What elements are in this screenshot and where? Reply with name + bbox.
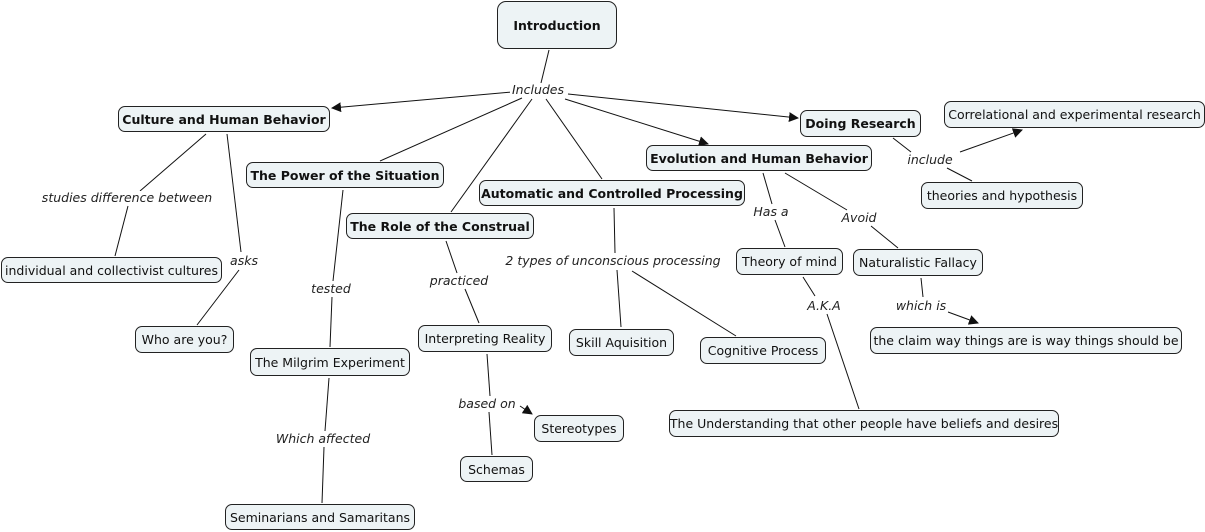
line-which-affected-seminarians: [321, 446, 325, 504]
line-includes-culture: [331, 91, 513, 113]
concept-stereotypes[interactable]: Stereotypes: [534, 415, 624, 442]
concept-correlational-and-experimental-research[interactable]: Correlational and experimental research: [944, 101, 1205, 128]
line-automatic-two-types: [613, 207, 616, 254]
line-includes-automatic: [545, 98, 603, 180]
line-evolution-has-a: [762, 172, 773, 205]
link-2-types-of-unconscious-processing[interactable]: 2 types of unconscious processing: [503, 253, 723, 268]
line-construal-practiced: [445, 240, 458, 274]
line-asks-who: [196, 269, 240, 326]
line-include-correlational: [959, 128, 1023, 153]
link-based-on[interactable]: based on: [456, 396, 518, 411]
link-studies-difference-between[interactable]: studies difference between: [39, 190, 215, 205]
concept-interpreting-reality[interactable]: Interpreting Reality: [418, 325, 552, 352]
concept-naturalistic-fallacy[interactable]: Naturalistic Fallacy: [853, 249, 983, 276]
concept-claim-way-things-are[interactable]: the claim way things are is way things s…: [870, 327, 1182, 354]
line-includes-construal: [450, 98, 533, 213]
line-power-tested: [332, 189, 344, 282]
concept-theories-and-hypothesis[interactable]: theories and hypothesis: [921, 182, 1083, 209]
line-milgrim-which-affected: [324, 377, 330, 432]
link-include[interactable]: include: [905, 152, 955, 167]
concept-introduction[interactable]: Introduction: [497, 1, 617, 49]
link-which-is[interactable]: which is: [893, 298, 949, 313]
link-has-a[interactable]: Has a: [751, 204, 791, 219]
line-culture-studies: [139, 133, 207, 192]
line-based-on-schemas: [488, 411, 493, 456]
concept-skill-aquisition[interactable]: Skill Aquisition: [569, 329, 674, 356]
concept-doing-research[interactable]: Doing Research: [800, 110, 921, 137]
concept-who-are-you[interactable]: Who are you?: [135, 326, 234, 353]
line-has-a-theory: [774, 219, 786, 248]
line-two-types-skill: [616, 269, 622, 328]
concept-evolution-and-human-behavior[interactable]: Evolution and Human Behavior: [646, 145, 872, 171]
line-aka-understanding: [826, 313, 860, 410]
line-naturalistic-which-is: [920, 277, 924, 298]
concept-understanding-beliefs-desires[interactable]: The Understanding that other people have…: [669, 410, 1059, 437]
concept-theory-of-mind[interactable]: Theory of mind: [736, 248, 843, 275]
concept-seminarians-and-samaritans[interactable]: Seminarians and Samaritans: [225, 504, 415, 530]
line-includes-power: [379, 97, 523, 162]
link-aka[interactable]: A.K.A: [805, 298, 843, 313]
concept-milgrim-experiment[interactable]: The Milgrim Experiment: [250, 348, 410, 376]
line-introduction-includes: [540, 49, 550, 84]
concept-automatic-and-controlled-processing[interactable]: Automatic and Controlled Processing: [479, 180, 745, 206]
line-includes-doing-research: [567, 93, 799, 123]
line-includes-evolution: [564, 98, 709, 147]
line-based-on-stereotypes: [519, 404, 533, 415]
link-practiced[interactable]: practiced: [427, 273, 491, 288]
line-practiced-interpreting: [464, 288, 480, 324]
link-includes[interactable]: Includes: [509, 82, 567, 97]
line-evolution-avoid: [784, 172, 848, 211]
concept-power-of-the-situation[interactable]: The Power of the Situation: [246, 162, 444, 188]
link-avoid[interactable]: Avoid: [839, 210, 879, 225]
concept-culture-and-human-behavior[interactable]: Culture and Human Behavior: [118, 106, 330, 132]
concept-cognitive-process[interactable]: Cognitive Process: [700, 337, 826, 364]
line-avoid-naturalistic: [870, 225, 899, 249]
line-which-is-claim: [947, 311, 979, 325]
concept-individual-and-collectivist-cultures[interactable]: individual and collectivist cultures: [1, 257, 222, 283]
line-tested-milgrim: [329, 296, 333, 348]
link-tested[interactable]: tested: [309, 281, 353, 296]
line-interpreting-based-on: [486, 353, 491, 397]
concept-schemas[interactable]: Schemas: [460, 456, 533, 482]
link-asks[interactable]: asks: [228, 253, 260, 268]
line-include-theories: [946, 167, 973, 182]
line-research-include: [892, 137, 912, 153]
link-which-affected[interactable]: Which affected: [273, 431, 373, 446]
line-theory-aka: [802, 276, 816, 297]
line-culture-asks: [226, 133, 242, 253]
line-two-types-cognitive: [631, 270, 737, 337]
line-studies-individual: [114, 205, 129, 257]
concept-role-of-the-construal[interactable]: The Role of the Construal: [346, 213, 534, 239]
